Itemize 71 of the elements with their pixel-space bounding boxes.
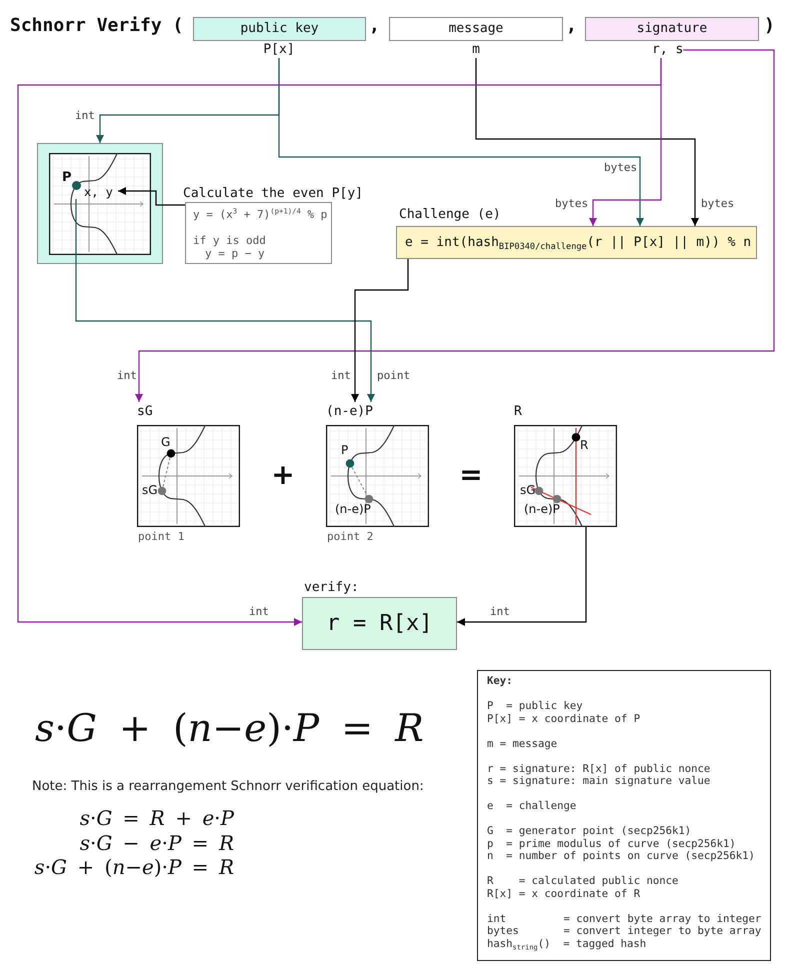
variable-label: m (472, 42, 480, 58)
key-heading: Key: (487, 675, 513, 688)
key-entry: s = signature: main signature value (487, 775, 710, 788)
key-entry: bytes = convert integer to byte array (487, 925, 762, 938)
punctuation-mark: , (369, 14, 380, 38)
arrow (457, 527, 587, 626)
edge-label: int (75, 109, 95, 122)
punctuation-mark: ) (764, 14, 775, 38)
point-label: sG (142, 483, 158, 497)
arrow (135, 49, 775, 402)
variable-label: P[x] (263, 42, 295, 58)
key-panel (477, 670, 771, 961)
curve-panel (37, 143, 163, 264)
edge-label: bytes (701, 197, 734, 210)
box-heading: Challenge (e) (399, 207, 501, 222)
point-label: G (161, 435, 170, 449)
formula-box: e = int(hash$_{BIP0340/challenge}$(r || P[x] || m)) % n (396, 226, 757, 259)
point-label: (n-e)P (335, 502, 371, 516)
key-entry: P = public key (487, 700, 583, 713)
arrow (75, 199, 375, 402)
parameter-box: signature (585, 17, 759, 41)
equation: s·G − e·P = R (80, 831, 234, 855)
point-label: R (580, 438, 588, 452)
variable-label: r, s (652, 42, 684, 58)
edge-label: int (117, 369, 137, 382)
equation: s·G = R + e·P (80, 806, 234, 830)
key-entry: int = convert byte array to integer (487, 912, 762, 926)
arrow (475, 58, 699, 226)
point-label: sG (520, 483, 536, 497)
key-entry: hash$_{string}$() = tagged hash (487, 938, 646, 950)
formula-line: y = (x$^{3}$ + 7)$^{(p+1)/4}$ % p (193, 208, 328, 221)
point-label: P (341, 443, 348, 457)
note-text: Note: This is a rearrangement Schnorr verification equation: (32, 779, 424, 795)
graph-caption: point 1 (138, 530, 184, 543)
diagram-title: Schnorr Verify ( (10, 14, 184, 38)
result-box: r = R[x] (302, 597, 457, 650)
arrow (118, 187, 185, 206)
equation: s·G + (n−e)·P = R (35, 705, 424, 752)
graph-title: R (514, 403, 522, 421)
key-entry: R = calculated public nonce (487, 875, 678, 888)
operator-sign: + (271, 459, 295, 491)
edge-label: point (377, 369, 410, 382)
edge-label: int (490, 605, 510, 618)
formula-line: y = p − y (205, 247, 265, 260)
box-heading: Calculate the even P[y] (183, 186, 364, 201)
operator-sign: = (459, 459, 483, 491)
edge-label: bytes (604, 161, 638, 174)
key-entry: e = challenge (487, 800, 576, 813)
edge-label: int (331, 369, 351, 382)
key-entry: p = prime modulus of curve (secp256k1) (487, 838, 736, 850)
punctuation-mark: , (566, 14, 577, 38)
graph-title: sG (137, 403, 153, 421)
coordinate-label: x, y (84, 185, 114, 199)
key-entry: G = generator point (secp256k1) (487, 825, 692, 838)
point-label: P (62, 171, 72, 185)
parameter-box: public key (193, 17, 366, 41)
graph-title: (n-e)P (326, 403, 373, 421)
key-entry: r = signature: R[x] of public nonce (487, 762, 710, 776)
key-entry: P[x] = x coordinate of P (487, 712, 640, 726)
box-heading: verify: (304, 580, 359, 595)
graph-caption: point 2 (327, 530, 374, 543)
arrow (278, 58, 644, 226)
edge-label: bytes (555, 197, 588, 210)
arrow (351, 259, 409, 402)
key-entry: n = number of points on curve (secp256k1) (487, 850, 755, 863)
parameter-box: message (389, 17, 563, 41)
formula-line: if y is odd (193, 234, 266, 247)
equation: s·G + (n−e)·P = R (34, 855, 234, 879)
point-label: (n-e)P (524, 502, 560, 516)
key-entry: R[x] = x coordinate of R (487, 888, 640, 900)
key-entry: m = message (487, 738, 558, 750)
